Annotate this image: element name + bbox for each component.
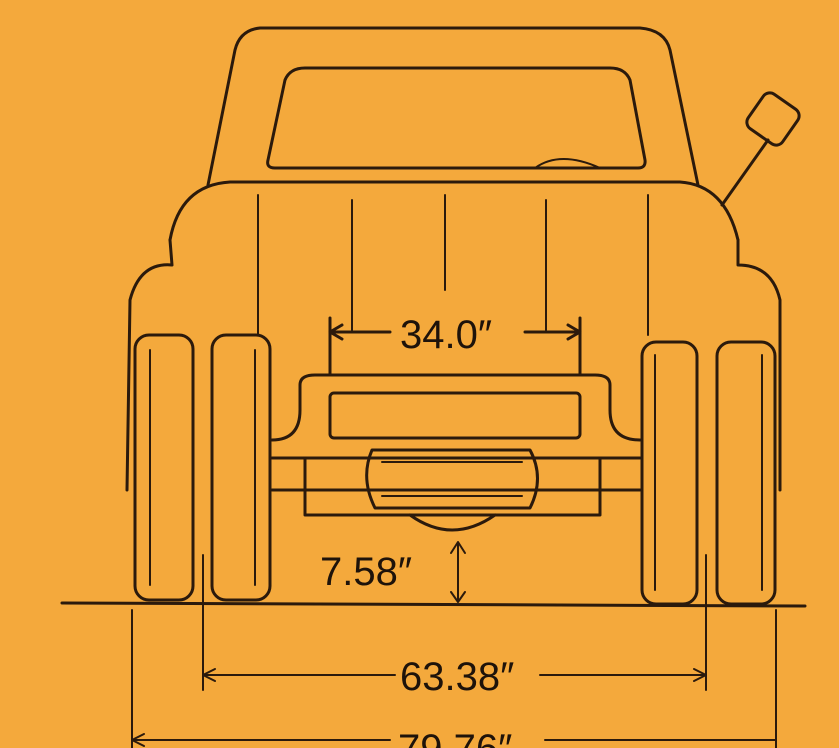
lever-knob — [745, 91, 801, 147]
track-width-label: 63.38″ — [400, 655, 514, 699]
track-dim-arrow-right — [693, 668, 707, 682]
body-shoulder — [168, 180, 740, 242]
right-outer-tire — [715, 340, 777, 606]
left-inner-tire — [210, 333, 272, 602]
differential-cover — [408, 513, 497, 532]
frame-dim-arrow-left — [328, 323, 344, 341]
axle-lower-frame — [303, 456, 602, 517]
center-bump — [534, 158, 601, 169]
cab-outline — [206, 26, 700, 187]
right-inner-tire — [640, 340, 699, 606]
rear-bumper — [328, 391, 582, 440]
rear-frame — [270, 373, 642, 442]
frame-dim-arrow-right — [566, 323, 582, 341]
clearance-arrow — [450, 541, 466, 603]
differential-housing — [365, 448, 539, 510]
overall-dim-arrow-left — [131, 733, 145, 747]
shift-lever — [720, 138, 770, 207]
rear-window — [266, 66, 647, 170]
left-fender — [125, 238, 174, 492]
overall-width-label: 79.76″ — [398, 727, 512, 748]
ground-line — [60, 601, 807, 608]
track-dim-arrow-left — [202, 668, 216, 682]
right-fender — [736, 238, 782, 492]
frame-width-label: 34.0″ — [400, 313, 492, 357]
left-outer-tire — [133, 333, 195, 602]
ground-clearance-label: 7.58″ — [320, 550, 412, 594]
